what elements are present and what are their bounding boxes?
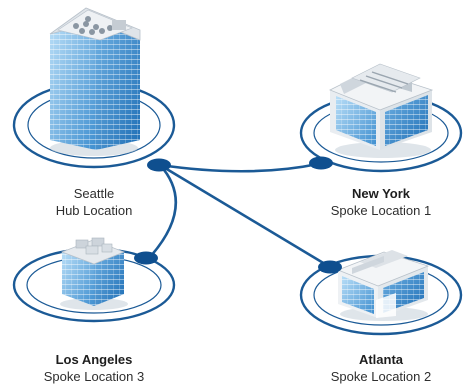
label-atlanta: Atlanta Spoke Location 2 — [316, 351, 446, 385]
building-atlanta-icon — [336, 250, 430, 321]
building-los-angeles-icon — [60, 237, 128, 310]
link-seattle-los-angeles — [149, 164, 178, 258]
node-atlanta — [318, 260, 342, 274]
label-new-york: New York Spoke Location 1 — [316, 185, 446, 219]
connections — [149, 162, 331, 269]
location-role: Spoke Location 2 — [330, 369, 432, 384]
node-seattle — [147, 158, 171, 172]
city-name: New York — [351, 186, 411, 201]
building-seattle-icon — [49, 7, 141, 156]
connection-nodes — [134, 156, 342, 274]
city-name: Atlanta — [358, 352, 404, 367]
location-role: Spoke Location 1 — [330, 203, 432, 218]
label-los-angeles: Los Angeles Spoke Location 3 — [29, 351, 159, 385]
location-role: Spoke Location 3 — [43, 369, 145, 384]
city-name: Seattle — [73, 186, 115, 201]
building-new-york-icon — [329, 63, 434, 158]
label-seattle: Seattle Hub Location — [44, 185, 144, 219]
link-seattle-atlanta — [159, 163, 331, 269]
link-seattle-new-york — [159, 162, 319, 173]
location-role: Hub Location — [55, 203, 133, 218]
node-los-angeles — [134, 251, 158, 265]
city-name: Los Angeles — [55, 352, 133, 367]
node-new-york — [309, 156, 333, 170]
